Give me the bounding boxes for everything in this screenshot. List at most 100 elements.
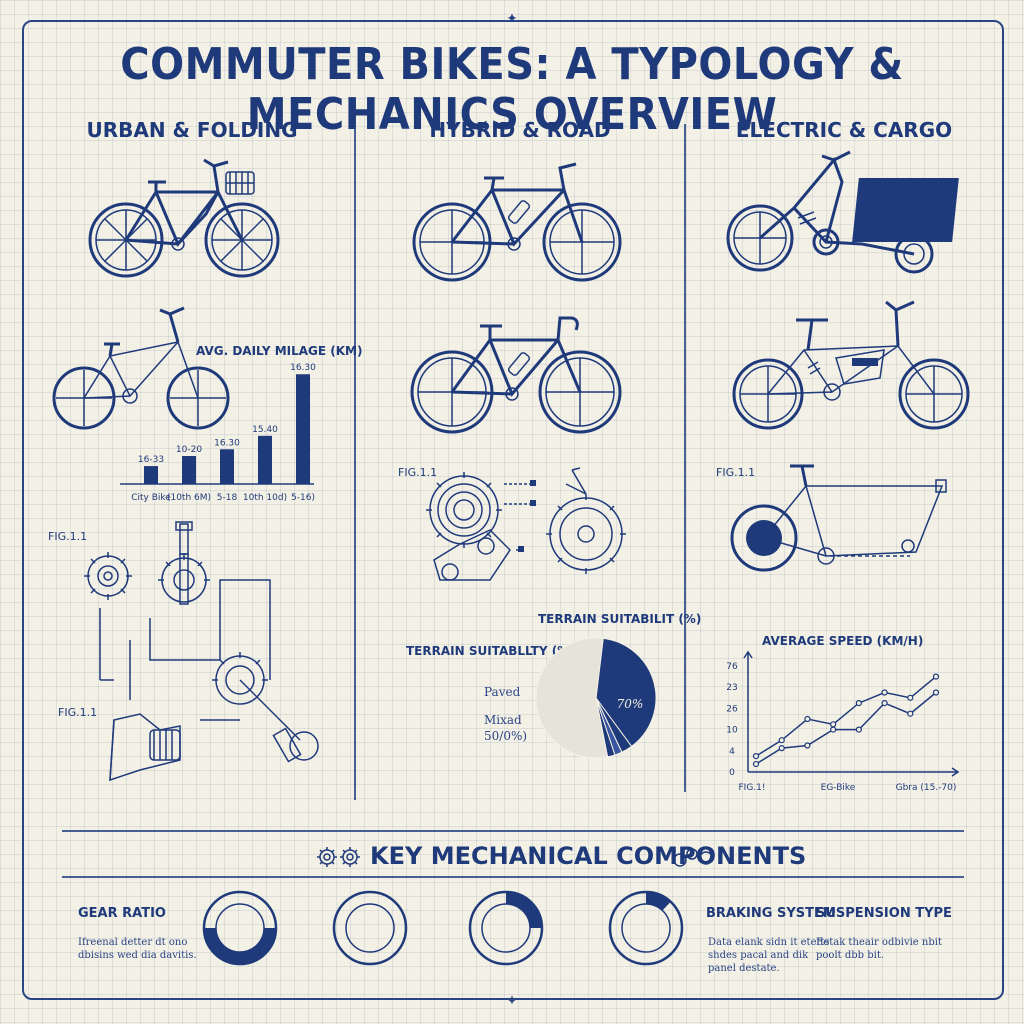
terrain-legend-paved: Paved xyxy=(484,685,521,699)
city-bike-illustration xyxy=(88,158,280,278)
cargo-trike-illustration xyxy=(726,150,959,274)
speed-point xyxy=(855,699,862,707)
speed-y-tick: 23 xyxy=(726,683,737,693)
pie-slice xyxy=(535,637,609,759)
fig-label-hybrid: FIG.1.1 xyxy=(398,466,438,479)
speed-y-tick: 4 xyxy=(729,747,735,757)
chain-link-icon xyxy=(673,848,713,867)
component-progress-rings xyxy=(202,890,684,966)
speed-point xyxy=(804,742,811,749)
terrain-legend-mixed: Mixad xyxy=(484,713,522,727)
speed-y-arrow xyxy=(743,650,753,659)
mileage-data-label: 15.40 xyxy=(252,425,278,435)
crank-icon xyxy=(158,521,210,605)
ring-inner xyxy=(481,903,531,953)
speed-y-tick: 10 xyxy=(726,726,738,736)
fig-label-urban-b: FIG.1.1 xyxy=(58,706,98,719)
speed-point xyxy=(778,745,785,752)
gears-icon xyxy=(317,847,360,867)
mileage-category-label: 10th 10d) xyxy=(243,493,287,503)
components-section-title: KEY MECHANICAL COMPONENTS xyxy=(370,842,807,870)
hybrid-bike-illustration xyxy=(412,162,622,282)
page-frame xyxy=(22,20,1004,1000)
page-title: COMMUTER BIKES: A TYPOLOGY & MECHANICS O… xyxy=(120,40,904,140)
cassette-icon xyxy=(426,472,502,548)
gear-ratio-label: GEAR RATIO xyxy=(78,906,166,921)
mileage-data-label: 16.30 xyxy=(290,363,316,373)
suspension-desc-1: Eetak theair odbivie nbit xyxy=(816,937,942,948)
mileage-chart-title: AVG. DAILY MILAGE (KM) xyxy=(196,344,363,358)
suspension-desc-2: poolt dbb bit. xyxy=(816,950,885,961)
ring-outer xyxy=(332,890,408,966)
mileage-category-label: (10th 6M) xyxy=(167,493,211,503)
braking-desc-3: panel destate. xyxy=(708,963,780,974)
folding-bike-illustration xyxy=(52,306,230,430)
mileage-category-label: 5-18 xyxy=(217,493,238,503)
ring-fill xyxy=(646,892,671,911)
ring-inner xyxy=(621,903,671,953)
speed-point xyxy=(932,673,940,680)
road-bike-illustration xyxy=(410,316,622,434)
terrain-chart-title: TERRAIN SUITABILIT (%) xyxy=(538,612,702,626)
speed-x-label: EG-Bike xyxy=(821,783,856,793)
hybrid-drivetrain-diagram xyxy=(426,467,626,581)
speed-y-tick: 26 xyxy=(726,704,738,714)
column-title-hybrid: HYBRID & ROAD xyxy=(429,118,611,142)
ring-fill xyxy=(204,928,276,964)
speed-point xyxy=(907,710,914,717)
column-divider-2 xyxy=(684,124,686,792)
speed-point xyxy=(778,737,785,744)
cargo-frame-diagram xyxy=(730,464,947,572)
ring-fill xyxy=(506,892,542,928)
cog-icon xyxy=(84,552,132,600)
derailleur-icon xyxy=(109,713,181,782)
mileage-data-label: 16-33 xyxy=(138,455,164,465)
mileage-bar xyxy=(296,374,310,484)
pedal-crank-icon xyxy=(212,652,319,763)
speed-x-label: FIG.1! xyxy=(739,783,766,793)
pie-center-label: 70% xyxy=(617,697,644,711)
speed-y-tick: 76 xyxy=(726,662,738,672)
electric-bike-illustration xyxy=(732,300,970,430)
mileage-data-label: 16.30 xyxy=(214,438,240,448)
column-divider-1 xyxy=(354,124,356,800)
braking-desc-1: Data elank sidn it etefts xyxy=(708,937,830,948)
speed-x-label: Gbra (15.-70) xyxy=(896,783,957,793)
speed-y-tick: 0 xyxy=(729,768,735,778)
terrain-pie-chart: 70% xyxy=(535,637,657,759)
speed-point xyxy=(830,721,837,728)
section-divider-top xyxy=(62,830,964,832)
braking-desc-2: shdes pacal and dik xyxy=(708,950,809,961)
speed-point xyxy=(830,726,837,733)
suspension-type-label: SUSPENSION TYPE xyxy=(816,906,952,921)
terrain-chart-side-title: TERRAIN SUITABLLTY (%) xyxy=(406,644,575,658)
mileage-category-label: 5-16) xyxy=(291,493,315,503)
speed-point xyxy=(907,694,914,701)
pie-slice xyxy=(595,637,657,748)
speed-series-line xyxy=(755,691,937,765)
speed-chart-title: AVERAGE SPEED (KM/H) xyxy=(762,634,924,648)
column-title-electric: ELECTRIC & CARGO xyxy=(735,118,953,142)
terrain-legend-other: 50/0%) xyxy=(484,729,528,743)
mileage-bar xyxy=(258,435,272,484)
speed-point xyxy=(881,699,888,707)
speed-x-arrow xyxy=(951,767,960,777)
ring-inner xyxy=(345,903,395,953)
chainring-icon xyxy=(546,467,626,574)
speed-point xyxy=(881,689,888,696)
mileage-bar xyxy=(220,449,234,484)
mileage-category-label: City Bike xyxy=(131,493,171,503)
speed-point xyxy=(752,760,760,768)
speed-point xyxy=(932,689,940,696)
urban-mechanism-diagram xyxy=(84,521,319,782)
mileage-bar xyxy=(182,456,196,484)
speed-point xyxy=(804,715,811,723)
speed-point xyxy=(752,752,760,760)
column-title-urban: URBAN & FOLDING xyxy=(86,118,298,142)
top-registration-mark: ✦ xyxy=(506,10,518,26)
ring-inner xyxy=(215,903,265,953)
mileage-data-label: 10-20 xyxy=(176,445,202,455)
braking-system-label: BRAKING SYSTEM xyxy=(706,906,836,921)
